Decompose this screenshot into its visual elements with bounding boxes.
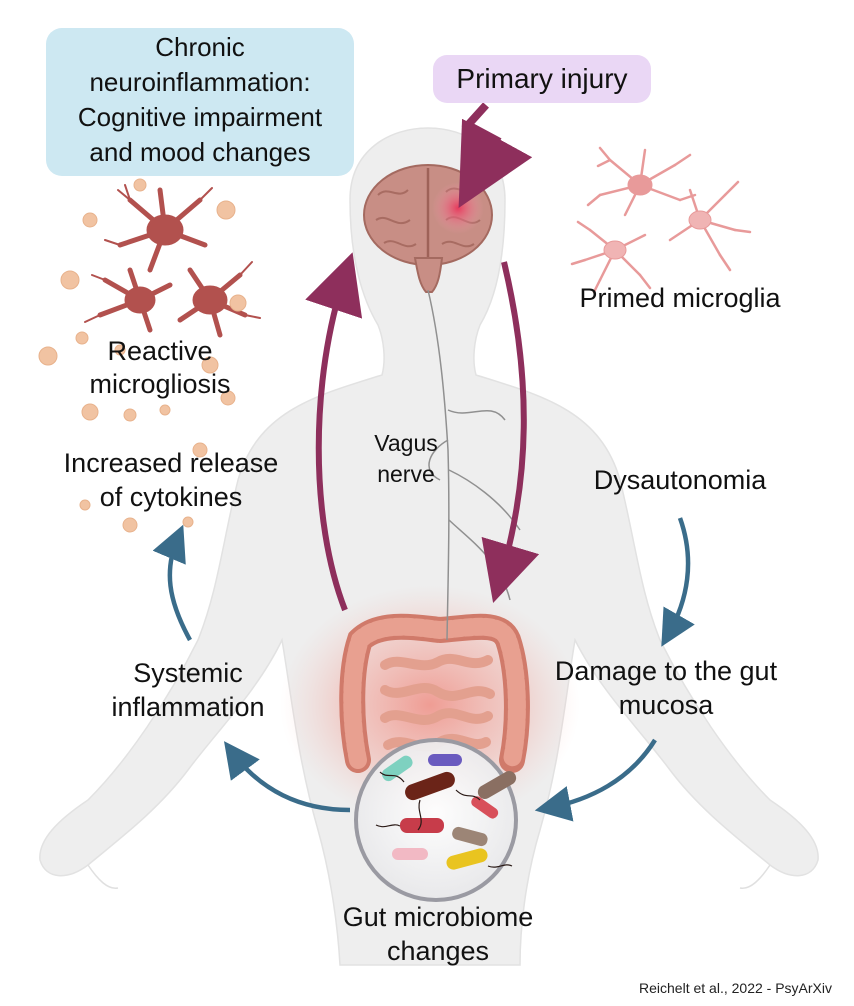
microbiome-to-systemic-arrow [223,741,351,813]
primary-injury-label: Primary injury [456,63,628,94]
gut-microbiome-label: Gut microbiome changes [342,902,534,966]
intestines [339,613,530,773]
gut-mucosa-damage-label: Damage to the gut mucosa [554,656,778,720]
gut-to-brain-arrow [305,252,363,612]
dysautonomia-to-damage-arrow [661,517,695,647]
dysautonomia-label: Dysautonomia [593,465,767,495]
body-silhouette [39,127,819,966]
chronic-neuroinflammation-label: Chronic neuroinflammation: Cognitive imp… [77,32,323,167]
systemic-to-cytokines-arrow [152,524,192,642]
cytokine-release-label: Increased release of cytokines [63,448,279,512]
primary-injury-arrow [458,102,533,209]
microbiome-lens [354,738,518,902]
damage-to-microbiome-arrow [534,738,657,822]
chronic-neuroinflammation-box [46,28,354,176]
brain-to-gut-arrow [481,261,540,603]
source-credit: Reichelt et al., 2022 - PsyArXiv [639,980,832,996]
vagus-nerve-label: Vagus nerve [374,430,438,487]
primed-microglia [570,146,752,294]
injury-site [432,182,484,234]
reactive-microgliosis-label: Reactive microgliosis [89,336,231,399]
reactive-microglia [84,184,261,338]
primed-microglia-label: Primed microglia [579,283,781,313]
primary-injury-box [433,55,651,103]
systemic-inflammation-label: Systemic inflammation [111,658,265,722]
cytokine-particles [38,178,247,533]
